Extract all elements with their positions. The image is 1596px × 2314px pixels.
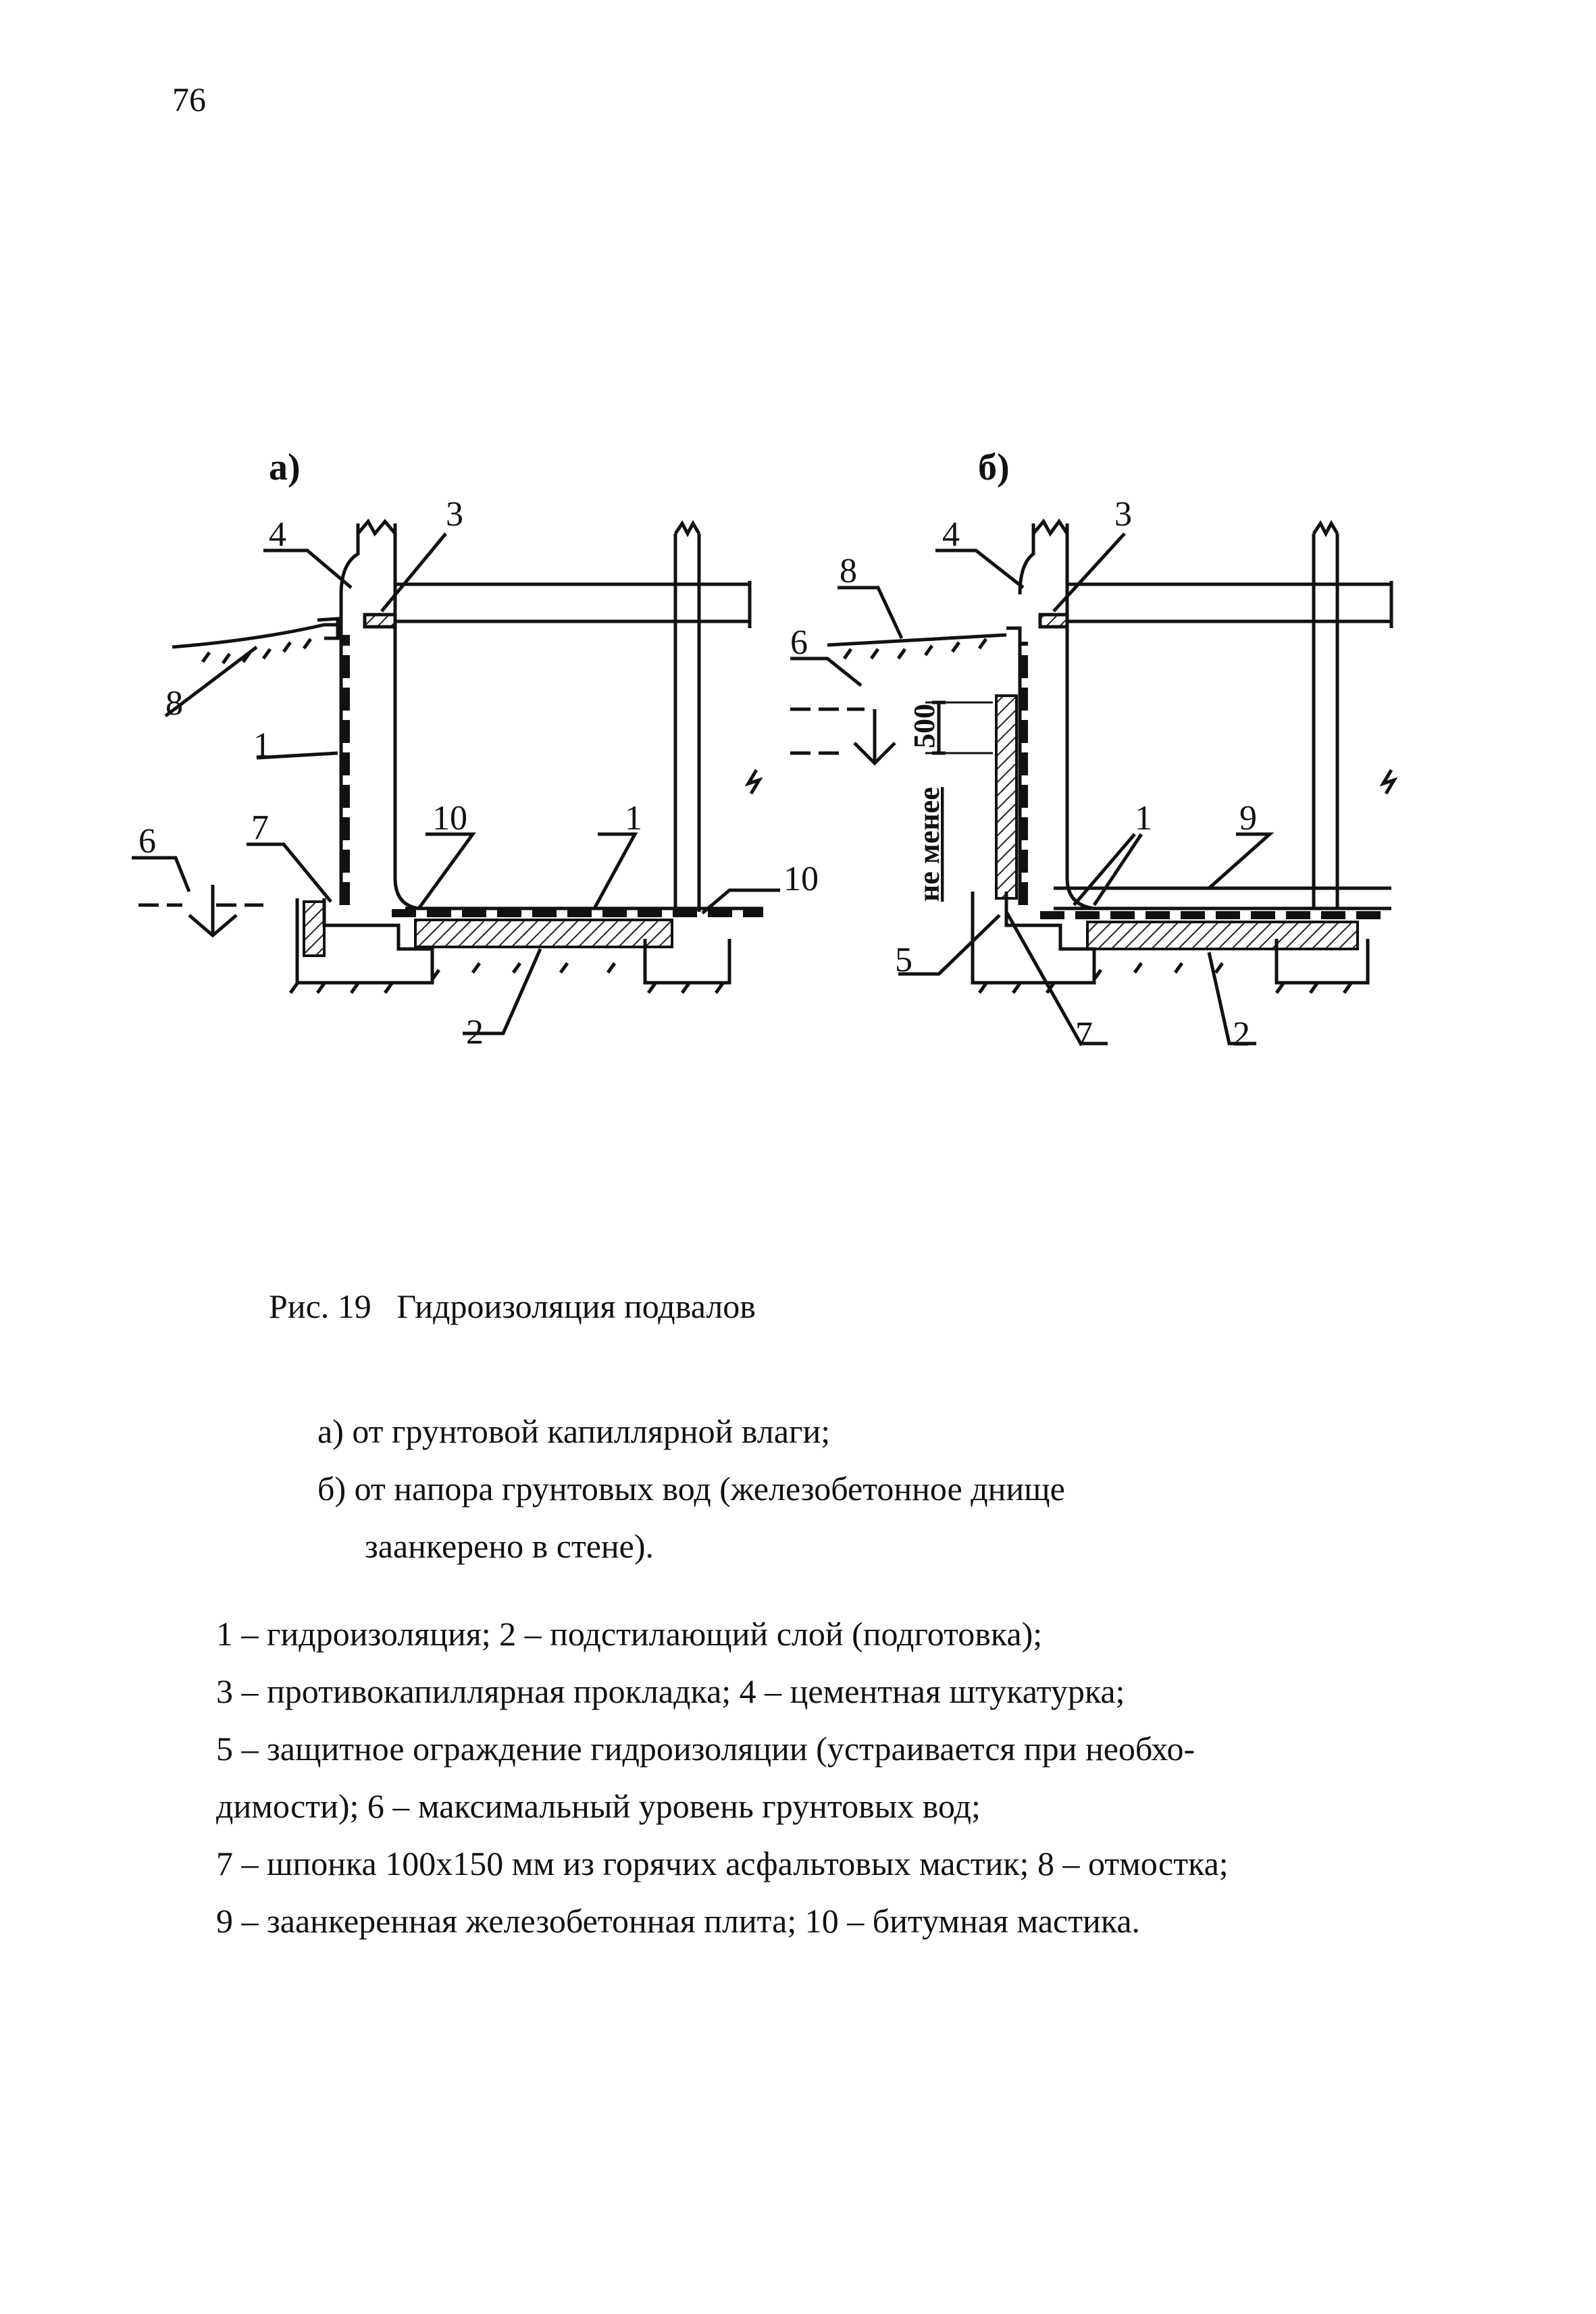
caption-item-b-cont: заанкерено в стене). xyxy=(365,1527,654,1565)
callout-b-7: 7 xyxy=(1075,1015,1093,1054)
callout-b-5: 5 xyxy=(895,941,912,979)
dimension-500: 500 xyxy=(908,704,941,748)
callout-a-10b: 10 xyxy=(783,860,819,898)
callout-a-6: 6 xyxy=(138,822,156,860)
legend-line-6: 9 – заанкеренная железобетонная плита; 1… xyxy=(216,1902,1141,1940)
legend-line-5: 7 – шпонка 100х150 мм из горячих асфальт… xyxy=(216,1845,1229,1882)
callout-b-3: 3 xyxy=(1114,495,1132,534)
dimension-not-less: не менее xyxy=(912,787,946,902)
callout-b-9: 9 xyxy=(1239,799,1257,838)
figure-caption: Рис. 19 Гидроизоляция подвалов xyxy=(269,1287,756,1326)
basement-waterproofing-figure: а) б) 4 3 8 1 6 7 10 1 10 2 8 4 3 6 500 … xyxy=(132,446,1398,1054)
caption-item-a: а) от грунтовой капиллярной влаги; xyxy=(317,1412,831,1450)
caption-item-b: б) от напора грунтовых вод (железобетонн… xyxy=(317,1470,1065,1508)
panel-b-callouts: 8 4 3 6 500 не менее 1 9 5 7 2 xyxy=(790,495,1257,1054)
callout-b-2: 2 xyxy=(1233,1015,1250,1054)
callout-b-1: 1 xyxy=(1135,799,1152,838)
callout-a-1b: 1 xyxy=(625,799,642,838)
panel-a-callouts: 4 3 8 1 6 7 10 1 10 2 xyxy=(138,495,819,1052)
callout-b-6: 6 xyxy=(790,623,808,662)
callout-b-8: 8 xyxy=(840,552,857,590)
legend-line-2: 3 – противокапиллярная прокладка; 4 – це… xyxy=(216,1672,1125,1710)
figure-title: Гидроизоляция подвалов xyxy=(396,1287,756,1325)
legend-line-1: 1 – гидроизоляция; 2 – подстилающий слой… xyxy=(216,1615,1043,1653)
panel-a-drawing xyxy=(132,518,780,1035)
callout-a-3: 3 xyxy=(446,495,463,534)
callout-a-8: 8 xyxy=(165,684,183,723)
legend-line-3: 5 – защитное ограждение гидроизоляции (у… xyxy=(216,1730,1195,1768)
callout-b-4: 4 xyxy=(942,515,960,554)
figure-number: Рис. 19 xyxy=(269,1287,371,1325)
callout-a-2: 2 xyxy=(466,1013,484,1052)
callout-a-10: 10 xyxy=(432,799,467,838)
panel-a-label: а) xyxy=(269,446,301,488)
callout-a-4: 4 xyxy=(269,515,286,554)
panel-b-label: б) xyxy=(978,446,1010,488)
callout-a-7: 7 xyxy=(251,808,269,847)
callout-a-1: 1 xyxy=(253,726,271,765)
panel-b-drawing xyxy=(790,518,1398,1046)
legend-line-4: димости); 6 – максимальный уровень грунт… xyxy=(216,1787,981,1825)
page-number: 76 xyxy=(172,80,206,118)
